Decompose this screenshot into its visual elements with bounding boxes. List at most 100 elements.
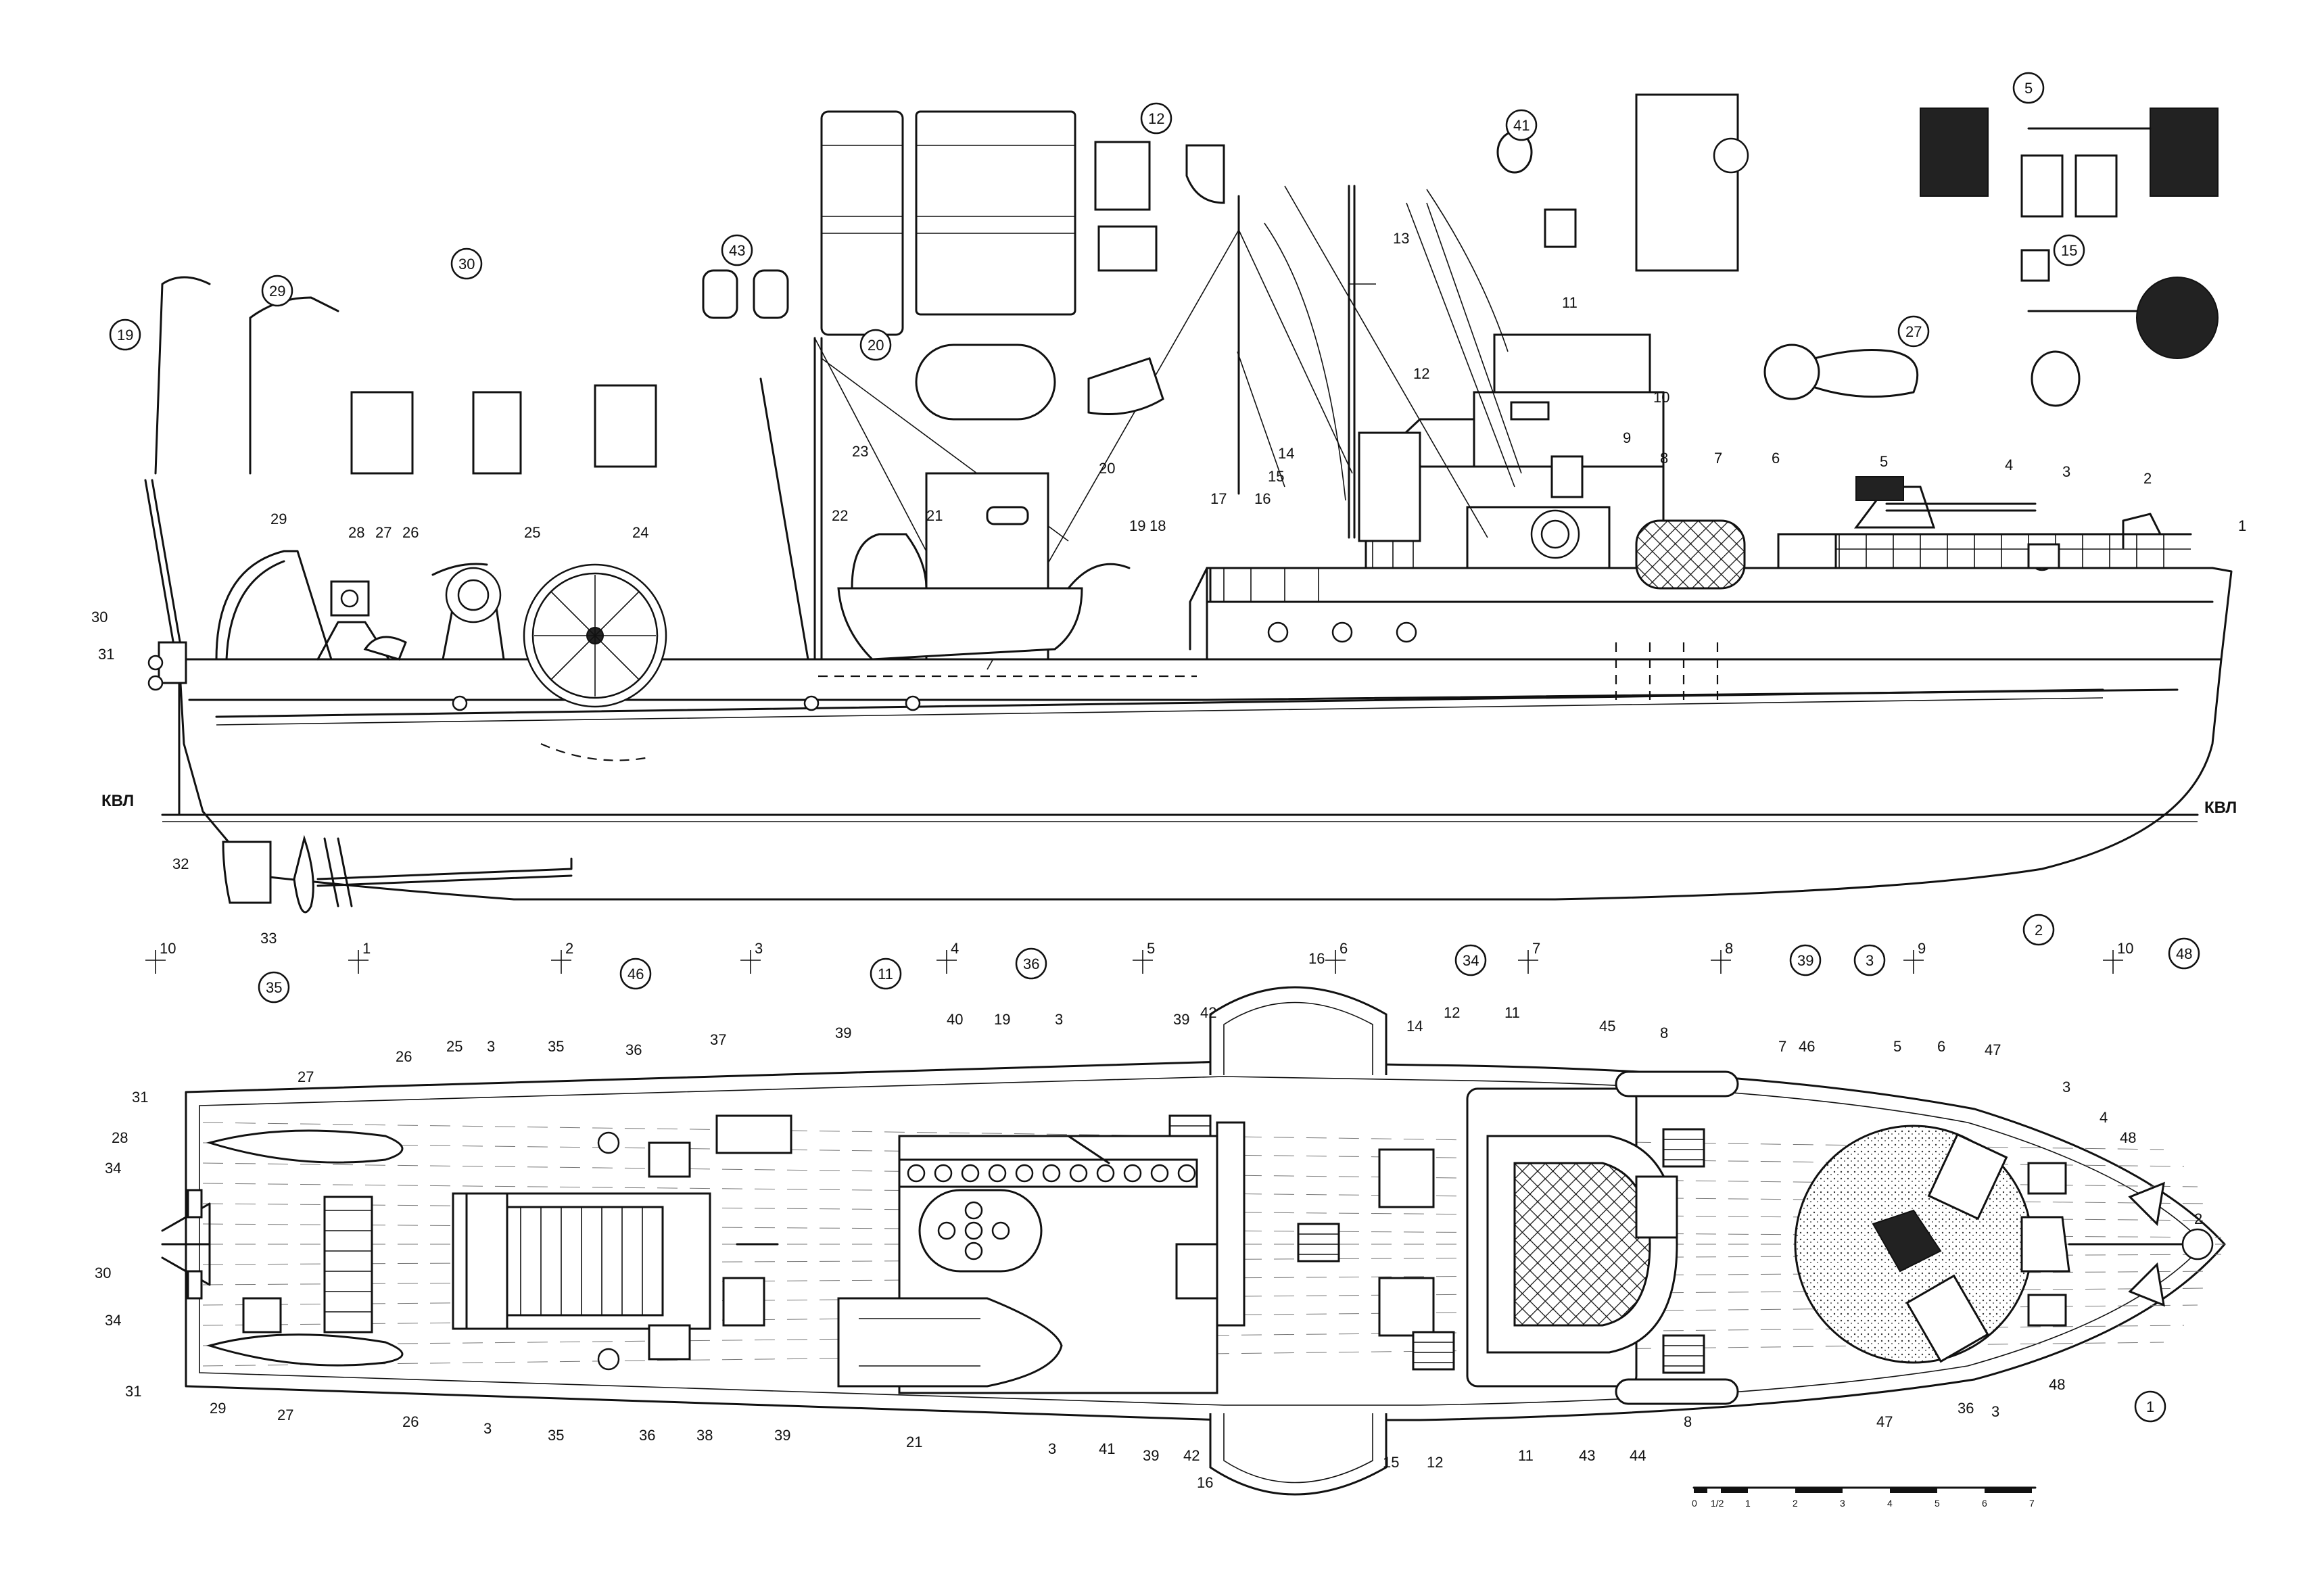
svg-text:10: 10 (2117, 940, 2133, 957)
svg-text:39: 39 (835, 1024, 851, 1041)
svg-text:3: 3 (755, 940, 763, 957)
callout-33: 33 (260, 930, 277, 947)
svg-text:36: 36 (1023, 955, 1039, 972)
detail-sketches (154, 93, 2219, 475)
callout-6: 6 (1772, 450, 1780, 467)
svg-text:2: 2 (1793, 1498, 1798, 1509)
svg-text:44: 44 (1630, 1447, 1646, 1464)
svg-text:41: 41 (1513, 117, 1529, 134)
svg-text:2: 2 (565, 940, 573, 957)
svg-text:46: 46 (1799, 1038, 1815, 1055)
svg-text:2: 2 (2194, 1210, 2202, 1227)
svg-text:0: 0 (1692, 1498, 1697, 1509)
side-view (144, 185, 2233, 914)
svg-text:11: 11 (1518, 1447, 1534, 1464)
svg-text:3: 3 (1055, 1011, 1063, 1028)
svg-text:3: 3 (1840, 1498, 1845, 1509)
detail-circle-29: 29 (261, 275, 293, 307)
svg-text:19: 19 (117, 327, 133, 344)
svg-text:34: 34 (1463, 952, 1479, 969)
svg-text:3: 3 (2062, 1079, 2070, 1095)
callout-22: 22 (832, 507, 848, 524)
svg-text:25: 25 (446, 1038, 463, 1055)
svg-text:34: 34 (105, 1312, 121, 1329)
svg-text:3: 3 (487, 1038, 495, 1055)
lifeboat (837, 587, 1083, 661)
scale-bar: 0 1/2 1 2 3 4 5 6 7 (1692, 1486, 2037, 1509)
callout-7: 7 (1714, 450, 1722, 467)
detail-circle-2: 2 (2022, 914, 2055, 946)
svg-text:45: 45 (1599, 1018, 1615, 1035)
callout-30: 30 (91, 609, 108, 625)
svg-text:42: 42 (1183, 1447, 1200, 1464)
detail-circle-19: 19 (109, 318, 141, 351)
svg-text:16: 16 (1197, 1474, 1213, 1491)
callout-13: 13 (1393, 230, 1409, 247)
callout-15: 15 (1268, 468, 1284, 485)
waterline-label-fwd: КВЛ (2204, 799, 2237, 817)
callout-23: 23 (852, 443, 868, 460)
callout-20: 20 (1099, 460, 1115, 477)
svg-text:1: 1 (2146, 1398, 2154, 1415)
svg-text:1: 1 (362, 940, 371, 957)
svg-text:1/2: 1/2 (1711, 1498, 1724, 1509)
callout-3: 3 (2062, 463, 2070, 480)
labels: КВЛ КВЛ 1 2 3 4 5 6 7 8 9 10 11 12 13 14… (91, 72, 2246, 1509)
svg-text:12: 12 (1427, 1454, 1443, 1471)
svg-text:7: 7 (1778, 1038, 1786, 1055)
svg-text:8: 8 (1684, 1413, 1692, 1430)
svg-text:26: 26 (402, 1413, 419, 1430)
svg-text:43: 43 (1579, 1447, 1595, 1464)
svg-text:30: 30 (458, 256, 475, 273)
svg-text:29: 29 (269, 283, 285, 300)
detail-circle-41: 41 (1505, 109, 1538, 141)
bridge-wing-top (1209, 986, 1388, 1075)
callout-17: 17 (1210, 490, 1227, 507)
svg-text:48: 48 (2120, 1129, 2136, 1146)
callout-28: 28 (348, 524, 364, 541)
svg-text:9: 9 (1918, 940, 1926, 957)
callout-21: 21 (926, 507, 943, 524)
svg-text:43: 43 (729, 242, 745, 259)
svg-text:36: 36 (639, 1427, 655, 1444)
detail-circle-35: 35 (258, 971, 290, 1003)
callout-29: 29 (270, 511, 287, 527)
deck-plan (161, 986, 2226, 1496)
svg-text:27: 27 (298, 1068, 314, 1085)
cable-reel (523, 563, 667, 708)
scuttle-row (898, 1158, 1198, 1188)
svg-text:12: 12 (1148, 110, 1164, 127)
svg-text:16: 16 (1308, 950, 1325, 967)
svg-text:40: 40 (947, 1011, 963, 1028)
portholes (452, 621, 1417, 711)
callout-31: 31 (98, 646, 114, 663)
svg-text:5: 5 (2024, 80, 2033, 97)
svg-text:31: 31 (132, 1089, 148, 1106)
svg-text:36: 36 (1958, 1400, 1974, 1417)
svg-text:39: 39 (1797, 952, 1813, 969)
svg-text:30: 30 (95, 1265, 111, 1281)
svg-text:35: 35 (548, 1038, 564, 1055)
detail-circle-11: 11 (870, 958, 902, 990)
svg-text:27: 27 (1905, 323, 1922, 340)
detail-circle-39: 39 (1789, 944, 1822, 976)
svg-text:11: 11 (878, 966, 893, 983)
svg-text:3: 3 (1048, 1440, 1056, 1457)
svg-text:47: 47 (1876, 1413, 1893, 1430)
svg-text:7: 7 (1532, 940, 1540, 957)
svg-text:8: 8 (1660, 1024, 1668, 1041)
gun-details (1496, 93, 2219, 407)
svg-text:29: 29 (210, 1400, 226, 1417)
callout-24: 24 (632, 524, 648, 541)
svg-text:39: 39 (1143, 1447, 1159, 1464)
svg-text:12: 12 (1444, 1004, 1460, 1021)
liferaft (1635, 519, 1746, 590)
svg-text:5: 5 (1935, 1498, 1940, 1509)
detail-circle-20: 20 (859, 329, 892, 361)
svg-text:46: 46 (627, 966, 644, 983)
callout-1: 1 (2238, 517, 2246, 534)
svg-text:27: 27 (277, 1407, 293, 1423)
detail-circle-46: 46 (619, 958, 652, 990)
svg-text:42: 42 (1200, 1004, 1216, 1021)
callout-10: 10 (1653, 389, 1669, 406)
